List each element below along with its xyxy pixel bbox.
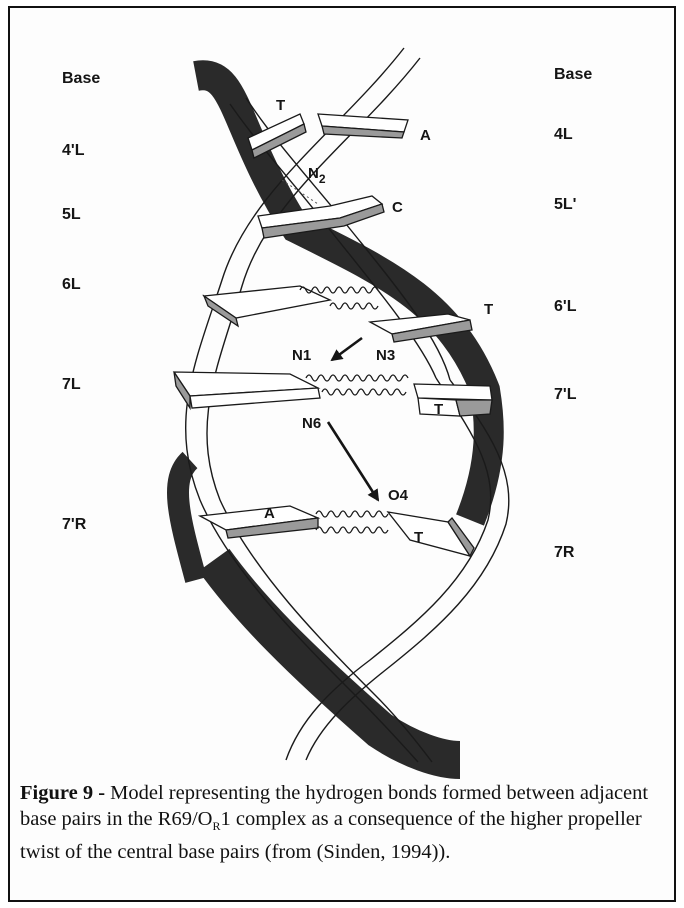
atom-label-n6: N6 [302, 415, 321, 432]
base-letter-t-7: T [434, 401, 443, 418]
base-letter-t-bottom: T [414, 529, 423, 546]
caption-label: Figure 9 - [20, 782, 105, 804]
atom-label-n2: N2 [308, 165, 326, 186]
atom-label-o4: O4 [388, 487, 409, 504]
base-letter-a-bottom: A [264, 505, 275, 522]
base-pair-7r [200, 506, 474, 556]
arrow-n3-to-n1 [332, 338, 362, 360]
base-pair-4 [248, 114, 408, 158]
base-letter-a-top: A [420, 127, 431, 144]
arrow-n6-to-o4 [328, 422, 378, 500]
atom-label-n1: N1 [292, 347, 311, 364]
atom-label-n3: N3 [376, 347, 395, 364]
base-letter-c: C [392, 199, 403, 216]
figure-caption: Figure 9 - Model representing the hydrog… [20, 780, 660, 865]
base-letter-t-top: T [276, 97, 285, 114]
base-letter-t-6: T [484, 301, 493, 318]
